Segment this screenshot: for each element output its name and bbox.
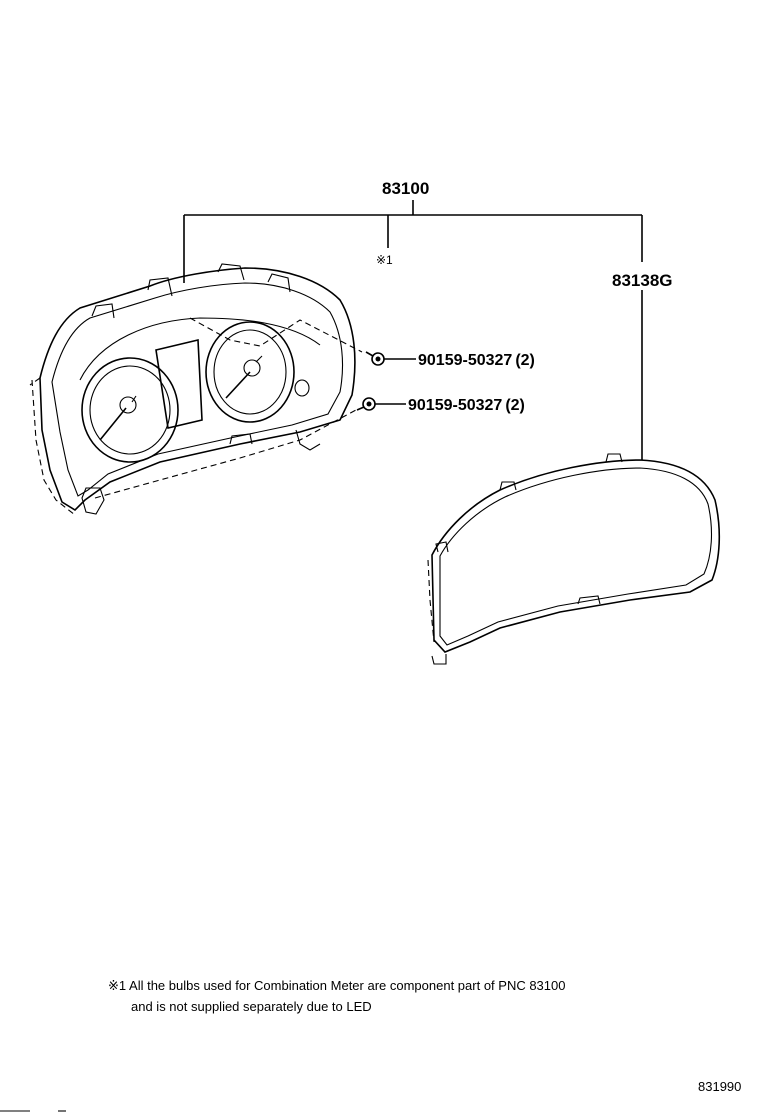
footnote-line-2: and is not supplied separately due to LE… — [131, 999, 372, 1014]
illustration-id: 831990 — [698, 1079, 741, 1094]
label-83138G: 83138G — [612, 271, 673, 290]
combination-meter-illustration — [29, 263, 363, 516]
label-screw-lower: 90159-50327(2) — [408, 397, 525, 414]
label-83100: 83100 — [382, 179, 429, 198]
footnote-line-1: ※1 All the bulbs used for Combination Me… — [108, 978, 565, 993]
meter-lens-illustration — [427, 453, 721, 665]
label-screw-upper: 90159-50327(2) — [418, 352, 535, 369]
screw-lower: 90159-50327(2) — [356, 397, 525, 414]
screw-upper: 90159-50327(2) — [365, 351, 535, 369]
assembly-bracket — [183, 200, 643, 460]
note-mark: ※1 — [376, 253, 393, 267]
